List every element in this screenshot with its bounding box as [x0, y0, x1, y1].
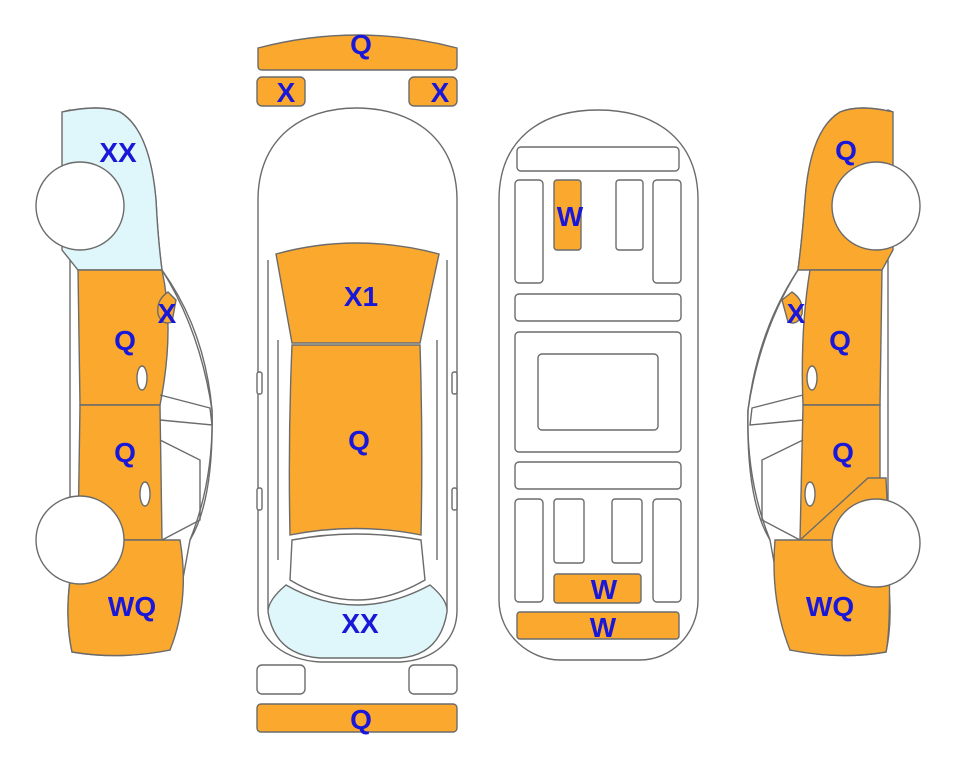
under-plate [652, 498, 682, 603]
label-roof-bar: Q [350, 29, 372, 60]
label-right-front: Q [835, 135, 857, 166]
door-handle [804, 481, 816, 507]
label-mirror-left: X [277, 77, 296, 108]
label-left-front: XX [99, 137, 137, 168]
rear-glass-panel[interactable] [267, 584, 448, 659]
under-rear1-panel[interactable] [553, 573, 642, 604]
under-plate [516, 146, 680, 172]
rear-light-right [408, 664, 458, 695]
hood-panel[interactable] [275, 242, 440, 344]
roof-bar-panel[interactable] [257, 34, 458, 71]
under-rear2-panel[interactable] [516, 611, 680, 640]
label-left-door-rear: Q [114, 437, 136, 468]
right-window-panel[interactable] [781, 291, 803, 324]
label-under-rear1: W [591, 574, 618, 605]
wheel [35, 495, 125, 585]
trunk-window [289, 533, 426, 601]
label-left-rear-quarter: WQ [108, 591, 156, 622]
under-plate [514, 179, 544, 284]
left-side-car: XX X Q Q WQ [35, 107, 213, 657]
door-handle [139, 481, 151, 507]
under-plate [537, 353, 659, 431]
label-right-door-rear: Q [832, 437, 854, 468]
rear-bumper-panel[interactable] [256, 703, 458, 733]
wheel [831, 161, 921, 251]
door-handle [806, 365, 818, 391]
label-left-door-front: Q [114, 325, 136, 356]
under-plate [514, 461, 682, 490]
right-side-car: Q X Q Q WQ [747, 107, 921, 657]
body-line [747, 269, 799, 541]
door-handle [451, 487, 458, 511]
under-plate [553, 498, 585, 564]
door-handle [256, 487, 263, 511]
under-plate [652, 179, 682, 284]
label-rear-glass: XX [341, 608, 379, 639]
label-right-door-front: Q [829, 325, 851, 356]
label-right-rear-quarter: WQ [806, 591, 854, 622]
underbody-view: W W W [498, 109, 699, 661]
label-rear-bumper: Q [350, 704, 372, 735]
mirror-left-panel[interactable] [256, 76, 306, 107]
wheel [35, 161, 125, 251]
body-line [761, 439, 804, 541]
label-mirror-right: X [431, 77, 450, 108]
top-view-car: Q X X X1 Q XX Q [256, 29, 458, 735]
mirror-right-panel[interactable] [408, 76, 458, 107]
body-line [159, 439, 201, 541]
under-plate [611, 498, 643, 564]
label-under-seat: W [557, 201, 584, 232]
under-plate [514, 293, 682, 322]
label-right-window: X [787, 298, 806, 329]
body-line [161, 269, 213, 541]
under-seat-panel[interactable] [553, 179, 582, 251]
under-plate [615, 179, 644, 251]
label-left-window: X [158, 298, 177, 329]
left-window-panel[interactable] [157, 291, 177, 324]
door-handle [136, 365, 148, 391]
label-roof: Q [348, 425, 370, 456]
label-hood: X1 [344, 281, 378, 312]
door-handle [451, 371, 458, 395]
wheel [831, 498, 921, 588]
body-line [159, 394, 213, 426]
under-plate [514, 498, 544, 603]
rear-light-left [256, 664, 306, 695]
label-under-rear2: W [590, 612, 617, 643]
body-line [749, 394, 804, 426]
door-handle [256, 371, 263, 395]
roof-panel[interactable] [288, 344, 423, 536]
